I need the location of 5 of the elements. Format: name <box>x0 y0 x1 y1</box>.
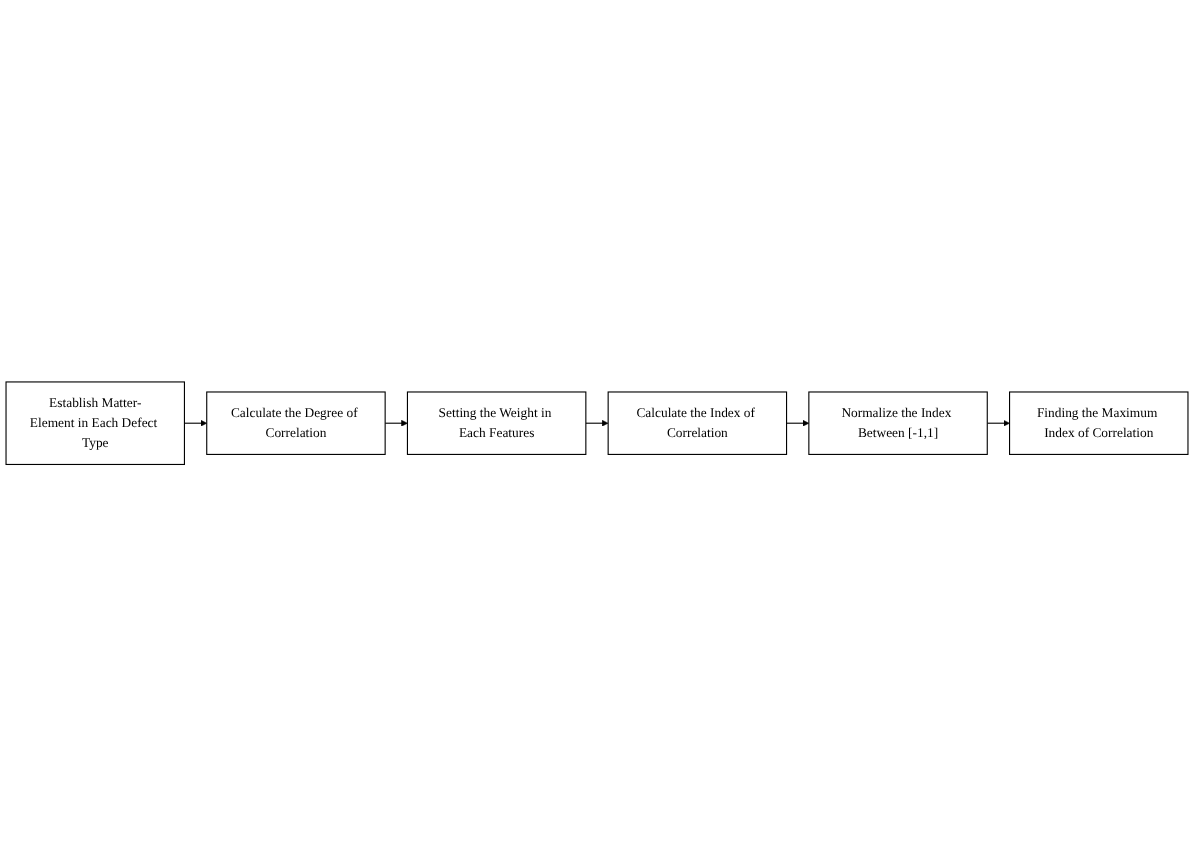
arrow <box>786 419 810 427</box>
arrow <box>585 419 609 427</box>
arrow <box>384 419 408 427</box>
arrow <box>183 419 208 427</box>
arrow <box>986 419 1010 427</box>
